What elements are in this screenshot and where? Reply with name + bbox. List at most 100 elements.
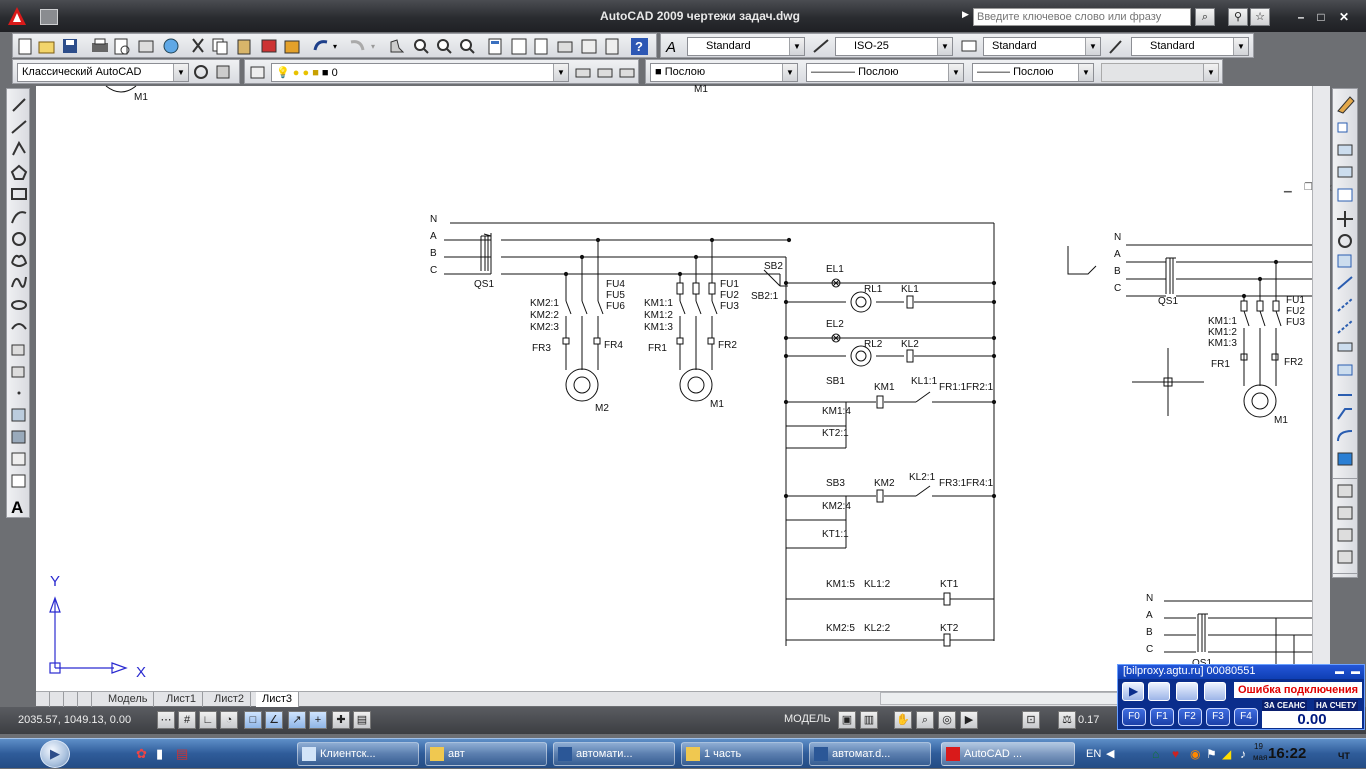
language-indicator[interactable]: EN — [1086, 748, 1102, 760]
send-under-icon[interactable] — [1337, 550, 1353, 564]
snap-mode-icon[interactable]: ⋯ — [157, 711, 175, 729]
match-properties-icon[interactable] — [261, 39, 277, 53]
drawing-canvas[interactable]: M1 M1 N A B C QS1 FU4 FU5 FU6 KM2:1 KM2:… — [36, 84, 1333, 691]
linetype-select[interactable]: ———— Послою▼ — [806, 63, 964, 82]
grid-display-icon[interactable]: # — [178, 711, 196, 729]
array-icon[interactable] — [1337, 188, 1353, 202]
zoom-status-icon[interactable]: ⌕ — [916, 711, 934, 729]
zoom-window-icon[interactable] — [437, 39, 452, 54]
quick-properties-icon[interactable]: ▤ — [353, 711, 371, 729]
quick-view-layouts-icon[interactable]: ▣ — [838, 711, 856, 729]
undo-icon[interactable]: ▾ — [313, 40, 337, 51]
properties-icon[interactable] — [488, 38, 502, 55]
object-snap-icon[interactable]: □ — [244, 711, 262, 729]
autocad-logo-icon[interactable] — [6, 5, 28, 27]
workspace-select[interactable]: Классический AutoCAD▼ — [17, 63, 189, 82]
search-input[interactable] — [973, 8, 1191, 26]
proxy-f4-button[interactable]: F4 — [1234, 708, 1258, 726]
proxy-grid-button-3[interactable] — [1204, 682, 1226, 701]
close-button[interactable]: ✕ — [1338, 10, 1350, 24]
polygon-icon[interactable] — [10, 164, 28, 180]
copy-object-icon[interactable] — [1337, 122, 1348, 133]
steering-wheel-icon[interactable]: ◎ — [938, 711, 956, 729]
dim-style-select[interactable]: ISO-25▼ — [835, 37, 953, 56]
proxy-grid-button-2[interactable] — [1176, 682, 1198, 701]
make-block-icon[interactable] — [11, 366, 25, 378]
stretch-icon[interactable] — [1337, 276, 1353, 290]
send-to-back-icon[interactable] — [1337, 506, 1353, 520]
move-icon[interactable] — [1337, 211, 1353, 227]
play-icon[interactable]: ▶ — [962, 9, 969, 19]
proxy-grid-button-1[interactable] — [1148, 682, 1170, 701]
polyline-icon[interactable] — [12, 140, 26, 156]
mirror-icon[interactable] — [1337, 144, 1353, 156]
scale-icon[interactable] — [1337, 254, 1352, 268]
rectangle-icon[interactable] — [11, 188, 27, 200]
cut-icon[interactable] — [192, 38, 204, 53]
search-icon[interactable]: ⌕ — [1195, 8, 1215, 26]
extend-icon[interactable] — [1337, 320, 1353, 334]
table-style-icon[interactable] — [961, 38, 977, 54]
open-file-icon[interactable] — [38, 41, 55, 54]
break-icon[interactable] — [1337, 364, 1353, 376]
tab-nav-prev[interactable] — [50, 692, 64, 707]
layer-select[interactable]: 💡 ● ● ■ ■ 0▼ — [271, 63, 569, 82]
text-style-select[interactable]: Standard▼ — [687, 37, 805, 56]
task-word-automation[interactable]: автомати... — [553, 742, 675, 766]
quickcalc-icon[interactable] — [605, 38, 619, 55]
point-icon[interactable] — [17, 391, 21, 395]
table-icon[interactable] — [11, 474, 26, 488]
pan-icon[interactable] — [390, 39, 405, 53]
gradient-icon[interactable] — [11, 430, 26, 444]
make-layer-current-icon[interactable] — [575, 64, 591, 80]
ellipse-arc-icon[interactable] — [11, 323, 27, 330]
quick-view-drawings-icon[interactable]: ▥ — [860, 711, 878, 729]
fillet-icon[interactable] — [1337, 430, 1353, 442]
multileader-style-icon[interactable] — [1109, 38, 1125, 54]
tab-sheet1[interactable]: Лист1 — [160, 692, 204, 707]
ortho-mode-icon[interactable]: ∟ — [199, 711, 217, 729]
workspace-save-icon[interactable] — [215, 64, 231, 80]
copy-icon[interactable] — [212, 38, 228, 55]
break-at-point-icon[interactable] — [1337, 342, 1353, 352]
start-button[interactable]: ▶ — [40, 740, 70, 768]
viewport-restore-icon[interactable]: ❐ — [1304, 182, 1313, 193]
multiline-text-icon[interactable]: A — [11, 498, 23, 517]
task-folder-avt[interactable]: авт — [425, 742, 547, 766]
tray-expand-icon[interactable]: ◀ — [1106, 748, 1115, 760]
tab-nav-first[interactable] — [36, 692, 50, 707]
proxy-f1-button[interactable]: F1 — [1150, 708, 1174, 726]
coordinates-readout[interactable]: 2035.57, 1049.13, 0.00 — [18, 714, 132, 726]
task-word-automat-doc[interactable]: автомат.d... — [809, 742, 931, 766]
minimize-button[interactable]: – — [1297, 10, 1305, 24]
ellipse-icon[interactable] — [11, 300, 27, 310]
proxy-close-icon[interactable]: ▬ — [1351, 666, 1360, 676]
color-select[interactable]: ■ Послою▼ — [650, 63, 798, 82]
quicklaunch-icon-2[interactable]: ▮ — [156, 746, 164, 761]
markup-icon[interactable] — [581, 39, 597, 54]
showmotion-icon[interactable]: ▶ — [960, 711, 978, 729]
workspace-settings-icon[interactable] — [193, 64, 209, 80]
paste-icon[interactable] — [237, 39, 251, 55]
tray-icon-3[interactable]: ◉ — [1190, 747, 1201, 761]
tab-model[interactable]: Модель — [102, 692, 155, 707]
save-icon[interactable] — [63, 39, 77, 53]
tray-agent-icon[interactable]: ♥ — [1172, 747, 1180, 761]
circle-icon[interactable] — [12, 232, 26, 246]
tab-sheet3[interactable]: Лист3 — [256, 692, 300, 707]
plot-icon[interactable] — [92, 38, 108, 52]
bring-to-front-icon[interactable] — [1337, 484, 1353, 498]
quicklaunch-icon-1[interactable]: ✿ — [136, 746, 147, 761]
zoom-previous-icon[interactable] — [460, 39, 475, 54]
pan-status-icon[interactable]: ✋ — [894, 711, 912, 729]
publish-icon[interactable] — [138, 40, 154, 53]
plot-preview-icon[interactable] — [114, 38, 130, 55]
task-autocad[interactable]: AutoCAD ... — [941, 742, 1075, 766]
block-editor-icon[interactable] — [284, 40, 300, 54]
polar-tracking-icon[interactable]: ◔ — [220, 711, 238, 729]
table-style-select[interactable]: Standard▼ — [983, 37, 1101, 56]
lineweight-icon[interactable]: ✚ — [332, 711, 350, 729]
tray-volume-icon[interactable]: ♪ — [1240, 747, 1246, 761]
chamfer-icon[interactable] — [1337, 408, 1352, 420]
spline-icon[interactable] — [11, 276, 27, 288]
